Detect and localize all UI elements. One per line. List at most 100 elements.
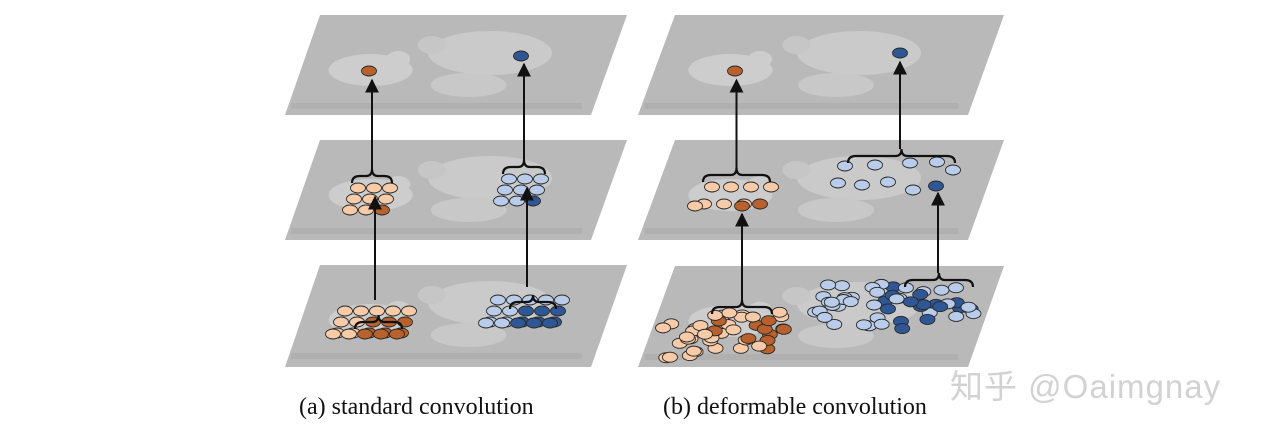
sampling-point	[771, 306, 788, 318]
lamb2-silhouette	[798, 324, 874, 348]
sampling-point	[397, 316, 413, 328]
sampling-point	[697, 328, 713, 340]
sampling-point	[517, 173, 533, 185]
sampling-point	[929, 156, 945, 168]
sheep-head-silhouette	[417, 161, 446, 179]
sampling-point	[775, 323, 792, 335]
sampling-point	[687, 200, 703, 212]
sampling-point	[888, 293, 905, 305]
ground-shadow	[644, 354, 959, 360]
sampling-point	[325, 328, 341, 340]
sheep-silhouette	[428, 31, 553, 75]
sampling-point	[834, 280, 850, 292]
sampling-point	[704, 181, 720, 193]
sampling-point	[842, 296, 859, 308]
sampling-point	[550, 305, 566, 317]
sampling-point	[823, 296, 840, 308]
sampling-point	[490, 294, 506, 306]
receptive-field-brace	[353, 314, 404, 330]
sheep-head-silhouette	[782, 36, 811, 54]
sampling-point	[933, 284, 950, 296]
sampling-point	[816, 311, 833, 323]
sampling-point	[912, 289, 929, 300]
sampling-point	[554, 294, 570, 306]
sampling-point	[353, 305, 369, 317]
sampling-point	[867, 159, 883, 171]
lamb2-silhouette	[798, 198, 874, 222]
sampling-point	[820, 279, 837, 291]
ground-shadow	[291, 103, 582, 109]
sampling-point	[902, 296, 919, 308]
sampling-point	[529, 184, 545, 196]
sampling-point	[960, 301, 977, 313]
sampling-point	[763, 181, 779, 193]
sheep-silhouette	[797, 31, 922, 75]
sampling-point	[734, 200, 750, 212]
sampling-point	[707, 309, 724, 321]
sampling-point	[837, 160, 853, 172]
layer-plane	[285, 265, 627, 367]
sampling-point	[358, 204, 374, 216]
sampling-point	[744, 311, 761, 323]
deformable-convolution-caption: (b) deformable convolution	[663, 394, 927, 420]
sampling-point	[385, 305, 401, 317]
sampling-point	[945, 164, 961, 176]
sampling-point	[493, 195, 509, 207]
lamb2-silhouette	[430, 198, 507, 222]
sheep-head-silhouette	[417, 36, 446, 54]
sampling-point	[725, 324, 742, 336]
sheep-head-silhouette	[782, 161, 811, 179]
sampling-point	[830, 177, 846, 189]
sampling-point	[873, 318, 890, 330]
sampling-point	[723, 181, 739, 193]
sampling-point	[513, 50, 529, 62]
sampling-point	[685, 345, 702, 357]
sampling-point	[928, 180, 944, 192]
sampling-point	[494, 317, 510, 329]
layer-plane	[638, 15, 1004, 115]
sampling-point	[948, 282, 964, 294]
sampling-point	[369, 305, 385, 317]
sampling-point	[919, 313, 936, 325]
sampling-point	[401, 305, 417, 317]
sampling-point	[932, 301, 949, 313]
lamb-head-silhouette	[748, 51, 773, 67]
sampling-point	[752, 198, 768, 210]
sampling-point	[373, 328, 389, 340]
sampling-point	[510, 317, 526, 329]
receptive-field-brace	[846, 148, 957, 164]
sampling-point	[486, 305, 502, 317]
sampling-point	[533, 173, 549, 185]
layer-plane	[285, 15, 627, 115]
receptive-field-arrows	[350, 60, 975, 330]
sampling-point	[501, 173, 517, 185]
sampling-point	[378, 193, 394, 205]
sheep-silhouette	[797, 156, 922, 200]
sampling-point	[740, 333, 757, 344]
sampling-point	[880, 176, 896, 188]
sampling-points	[325, 47, 982, 364]
sampling-point	[341, 328, 357, 340]
sampling-point	[342, 204, 358, 216]
sheep-head-silhouette	[417, 286, 446, 304]
sampling-point	[727, 65, 743, 77]
sampling-point	[346, 193, 362, 205]
sampling-point	[382, 182, 398, 194]
sampling-point	[518, 305, 534, 317]
sampling-point	[509, 195, 525, 207]
sampling-point	[894, 323, 911, 334]
lamb2-silhouette	[798, 73, 874, 97]
sampling-point	[374, 204, 390, 216]
sampling-point	[366, 182, 382, 194]
sampling-point	[854, 179, 870, 191]
sampling-point	[743, 181, 759, 193]
sampling-point	[905, 184, 921, 196]
sampling-point	[497, 184, 513, 196]
sampling-point	[866, 299, 882, 311]
sampling-point	[892, 47, 908, 59]
layer-plane	[285, 140, 627, 240]
sampling-point	[751, 340, 768, 352]
sampling-point	[826, 319, 843, 330]
sampling-point	[655, 322, 671, 334]
